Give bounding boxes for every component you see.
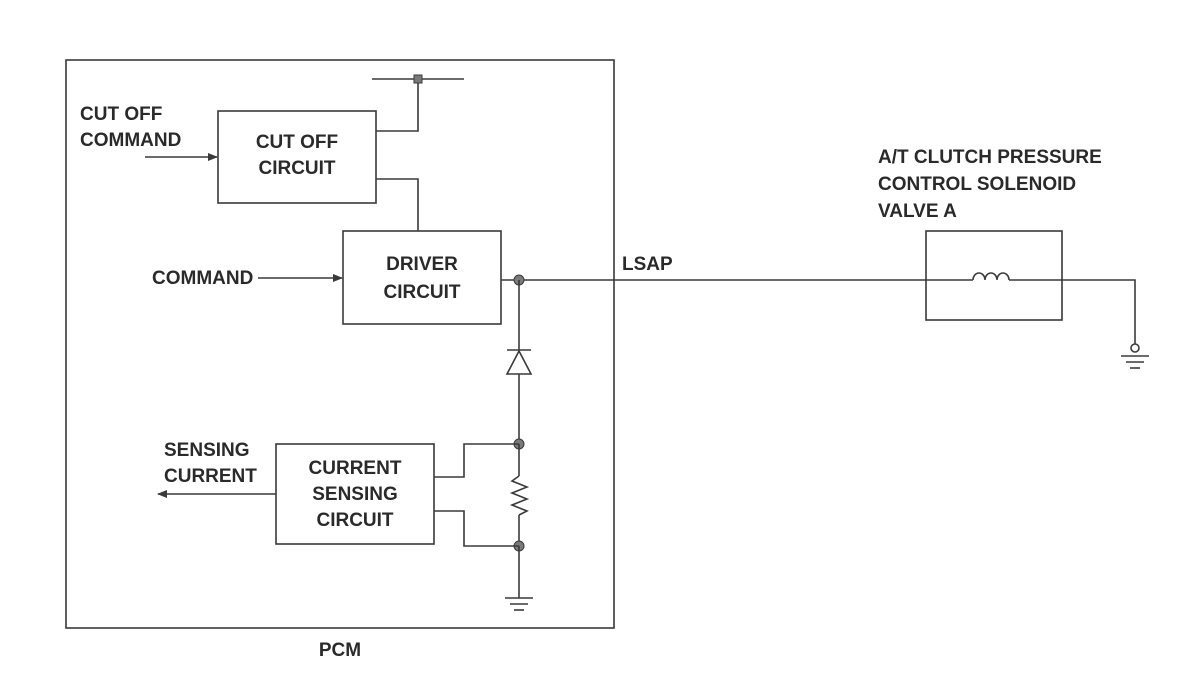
cut-off-to-driver-wire bbox=[376, 178, 419, 231]
cut-off-command-label-line2: COMMAND bbox=[80, 130, 181, 151]
sense-lead-bottom bbox=[434, 510, 519, 547]
solenoid-coil-symbol bbox=[972, 272, 1010, 281]
sensing-current-label-line2: CURRENT bbox=[164, 466, 257, 487]
cut-off-circuit-label-line2: CIRCUIT bbox=[258, 158, 335, 179]
cut-off-supply-wire bbox=[376, 79, 419, 132]
sense-lead-top bbox=[434, 443, 519, 478]
cut-off-command-label-line1: CUT OFF bbox=[80, 104, 162, 125]
lsap-label: LSAP bbox=[622, 254, 673, 275]
solenoid-ground-terminal bbox=[1130, 343, 1140, 353]
driver-circuit-block bbox=[342, 230, 502, 325]
sensing-current-label-line1: SENSING bbox=[164, 440, 250, 461]
driver-circuit-label-line2: CIRCUIT bbox=[383, 282, 460, 303]
solenoid-ground-symbol bbox=[1121, 355, 1149, 369]
solenoid-label-line2: CONTROL SOLENOID bbox=[878, 174, 1076, 195]
solenoid-label-line1: A/T CLUTCH PRESSURE bbox=[878, 147, 1102, 168]
current-sensing-label-line2: SENSING bbox=[312, 484, 398, 505]
solenoid-ground-wire bbox=[1062, 279, 1136, 344]
solenoid-valve-block bbox=[925, 230, 1063, 321]
cut-off-circuit-block bbox=[217, 110, 377, 204]
driver-circuit-label-line1: DRIVER bbox=[386, 254, 458, 275]
solenoid-label-line3: VALVE A bbox=[878, 201, 957, 222]
pcm-ground-symbol bbox=[505, 597, 533, 611]
supply-terminal bbox=[413, 74, 423, 84]
current-sensing-circuit-block bbox=[275, 443, 435, 545]
shunt-resistor-symbol bbox=[509, 475, 530, 516]
current-sensing-label-line3: CIRCUIT bbox=[316, 510, 393, 531]
pcm-label: PCM bbox=[319, 640, 361, 661]
command-label: COMMAND bbox=[152, 268, 253, 289]
cut-off-circuit-label-line1: CUT OFF bbox=[256, 132, 338, 153]
current-sensing-label-line1: CURRENT bbox=[309, 458, 402, 479]
